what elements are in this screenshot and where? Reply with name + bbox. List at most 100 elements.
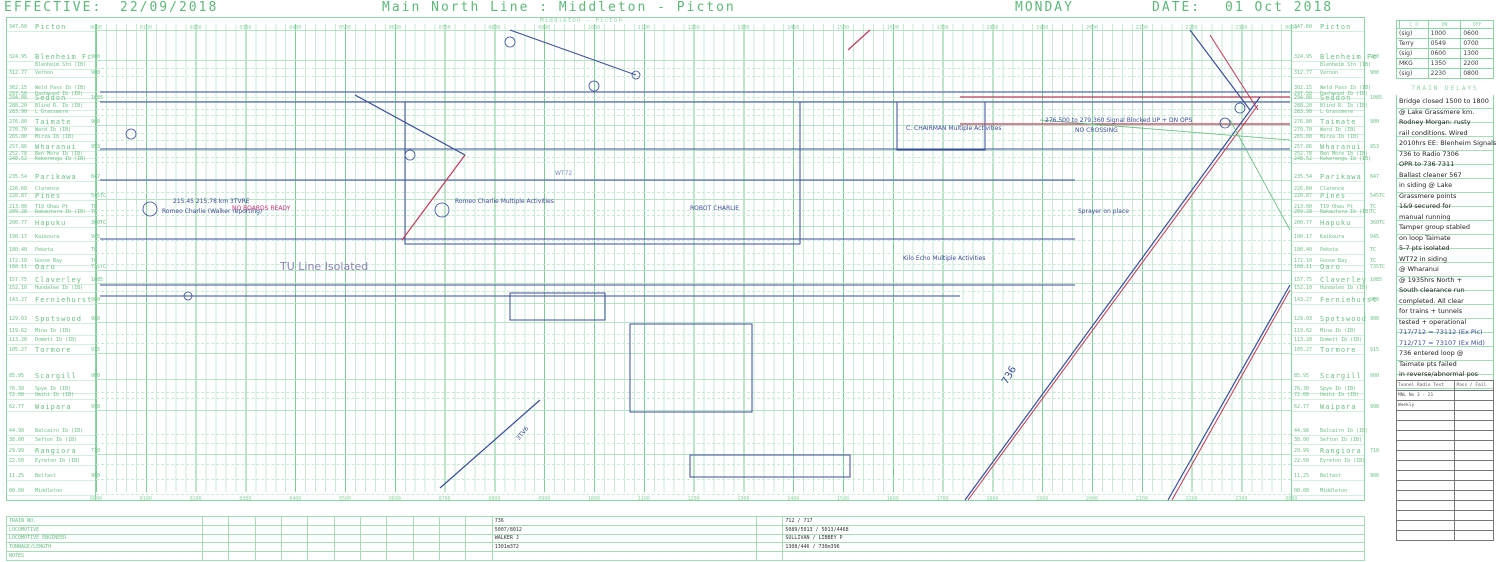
train-info-cell[interactable]: SULLIVAN / LIBBEY P (782, 533, 1365, 544)
train-info-cell[interactable] (465, 533, 493, 544)
station-speed: 1085 (1370, 95, 1383, 102)
train-info-cell[interactable] (201, 551, 230, 561)
train-info-cell[interactable] (254, 542, 283, 553)
train-info-cell[interactable] (307, 551, 335, 561)
train-info-cell[interactable] (386, 542, 414, 553)
train-info-cell[interactable] (756, 524, 784, 535)
train-info-cell[interactable] (412, 533, 441, 544)
train-info-cell[interactable] (281, 524, 309, 535)
train-info-cell[interactable] (360, 533, 388, 544)
train-info-cell[interactable] (756, 542, 784, 553)
train-info-cell[interactable] (228, 542, 256, 553)
effective-label: EFFECTIVE: (4, 0, 103, 15)
station-gridline (96, 253, 1291, 255)
train-info-cell[interactable] (281, 516, 309, 526)
station-name: Eyreton Ib (IB) (35, 457, 81, 464)
train-info-cell[interactable] (333, 524, 362, 535)
train-info-cell[interactable] (465, 551, 493, 561)
train-info-cell[interactable]: 1308/446 / 730m396 (782, 542, 1365, 553)
train-info-cell[interactable] (307, 516, 335, 526)
tunnel-cell (1454, 450, 1494, 461)
time-tick-label: 0500 (339, 25, 352, 31)
train-info-cell[interactable] (254, 551, 283, 561)
station-km: 172.10 (9, 258, 28, 265)
train-info-cell[interactable] (465, 516, 493, 526)
train-info-cell[interactable]: WALKER J (491, 533, 758, 544)
station-gridline (96, 124, 1291, 126)
train-info-cell[interactable] (228, 516, 256, 526)
train-info-cell[interactable] (228, 524, 256, 535)
train-info-cell[interactable] (412, 542, 441, 553)
train-info-cell[interactable] (201, 542, 230, 553)
train-info-cell[interactable] (307, 542, 335, 553)
train-info-cell[interactable] (360, 551, 388, 561)
station-divider (1292, 102, 1364, 104)
train-info-cell[interactable] (465, 542, 493, 553)
station-name: Kaikoura (1320, 234, 1345, 241)
station-name: Wharanui (1320, 142, 1362, 151)
train-info-cell[interactable] (439, 516, 467, 526)
train-info-cell[interactable] (491, 551, 758, 561)
train-info-cell[interactable] (756, 551, 784, 561)
train-info-cell[interactable] (360, 516, 388, 526)
train-info-cell[interactable] (465, 524, 493, 535)
train-info-cell[interactable] (386, 524, 414, 535)
train-info-cell[interactable] (439, 533, 467, 544)
train-info-cell[interactable] (333, 533, 362, 544)
train-info-cell[interactable] (307, 533, 335, 544)
train-info-cell[interactable] (439, 542, 467, 553)
train-info-cell[interactable]: 5007/8012 (491, 524, 758, 535)
train-info-cell[interactable] (756, 516, 784, 526)
train-info-cell[interactable] (439, 551, 467, 561)
train-info-cell[interactable] (333, 551, 362, 561)
train-info-cell[interactable] (386, 516, 414, 526)
train-info-cell[interactable]: 1301m372 (491, 542, 758, 553)
train-info-cell[interactable] (756, 533, 784, 544)
station-gridline (96, 162, 1291, 164)
station-km: 270.70 (1294, 126, 1313, 133)
train-info-cell[interactable] (386, 551, 414, 561)
train-info-cell[interactable] (254, 516, 283, 526)
train-info-cell[interactable] (281, 542, 309, 553)
train-info-cell[interactable] (412, 516, 441, 526)
station-name: Mirza Ib (IB) (35, 134, 75, 141)
note: NO BOARDS READY (232, 205, 291, 212)
train-info-cell[interactable] (333, 516, 362, 526)
train-info-cell[interactable]: 5089/5013 / 5013/4468 (782, 524, 1365, 535)
time-tick-label: 1900 (1036, 25, 1049, 31)
train-info-cell[interactable] (333, 542, 362, 553)
train-info-cell[interactable] (254, 533, 283, 544)
station-divider (7, 335, 95, 337)
train-info-cell[interactable] (386, 533, 414, 544)
train-info-cell[interactable] (439, 524, 467, 535)
train-info-cell[interactable] (360, 524, 388, 535)
train-info-cell[interactable] (412, 524, 441, 535)
train-info-cell[interactable] (782, 551, 1365, 561)
train-info-cell[interactable] (228, 551, 256, 561)
train-info-cell[interactable] (228, 533, 256, 544)
train-info-cell[interactable] (281, 533, 309, 544)
station-divider (7, 61, 95, 63)
station-km: 288.20 (1294, 103, 1313, 110)
train-info-cell[interactable] (360, 542, 388, 553)
train-info-cell[interactable] (307, 524, 335, 535)
station-name: Blenheim Stn (IB) (1320, 62, 1372, 69)
station-name: Goose Bay (35, 258, 63, 265)
train-info-cell[interactable] (281, 551, 309, 561)
train-info-cell[interactable] (412, 551, 441, 561)
station-name: Kaikoura (35, 234, 60, 241)
crew-name: (sig) (1396, 48, 1429, 59)
train-info-cell[interactable]: 712 / 717 (782, 516, 1365, 526)
train-info-cell[interactable] (201, 524, 230, 535)
station-name: Blenheim Fc (1320, 53, 1378, 62)
train-info-cell[interactable] (201, 533, 230, 544)
train-info-cell[interactable] (201, 516, 230, 526)
train-info-cell[interactable]: 736 (491, 516, 758, 526)
train-info-cell[interactable] (254, 524, 283, 535)
